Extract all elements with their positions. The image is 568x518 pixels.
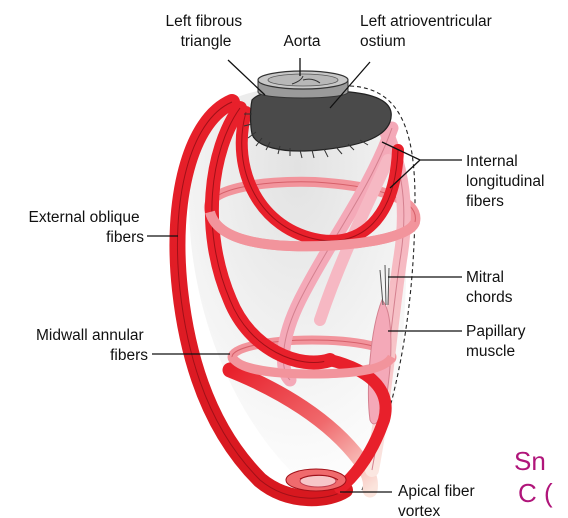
- label-mitral-chords: Mitral chords: [466, 269, 513, 306]
- label-aorta: Aorta: [283, 33, 320, 50]
- watermark-text: Sn C (: [514, 446, 553, 508]
- aorta: [258, 71, 348, 98]
- apical-fiber-vortex: [286, 469, 346, 491]
- label-left-fibrous-triangle: Left fibrous triangle: [166, 13, 247, 50]
- label-external-oblique-fibers: External oblique fibers: [29, 209, 145, 246]
- label-internal-longitudinal-fibers: Internal longitudinal fibers: [466, 153, 549, 210]
- label-left-atrioventricular-ostium: Left atrioventricular ostium: [360, 13, 496, 50]
- label-apical-fiber-vortex: Apical fiber vortex: [398, 483, 479, 518]
- label-papillary-muscle: Papillary muscle: [466, 323, 530, 360]
- label-midwall-annular-fibers: Midwall annular fibers: [36, 327, 148, 364]
